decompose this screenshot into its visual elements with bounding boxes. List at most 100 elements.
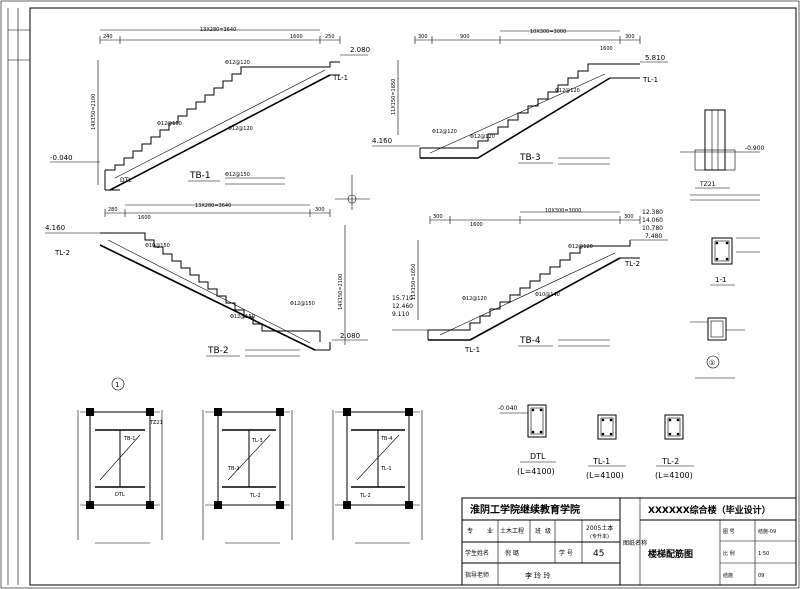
row1-label-ji: 级 xyxy=(545,527,551,535)
drawing-name: 楼梯配筋图 xyxy=(648,548,693,560)
tl1-name: TL-1 xyxy=(592,457,610,466)
tb4-dim-left: 300 xyxy=(433,214,443,220)
plan1-item-2: TB-1 xyxy=(123,436,135,442)
tb4-rebar-mid: Φ12@120 xyxy=(462,296,487,302)
tb4-elev-top-4: 7.480 xyxy=(645,233,662,240)
tb4-elev-bottom-3: 9.110 xyxy=(392,311,409,318)
tb4-dim-total: 10X300=3000 xyxy=(545,208,581,214)
tb4-dim-end: 300 xyxy=(624,214,634,220)
right-cell-5: 结施 xyxy=(723,572,733,579)
right-cell-3: 比 例 xyxy=(723,550,735,557)
tb1-beam-top: TL-1 xyxy=(332,74,348,82)
tb1-rebar-mid: Φ12@150 xyxy=(157,121,182,127)
tb3-dim-vert: 11X150=1650 xyxy=(391,79,397,115)
right-cell-1: 图 号 xyxy=(723,529,735,535)
row3-label-advisor: 指导老师 xyxy=(465,571,489,579)
tb2-dim-right: 300 xyxy=(315,207,325,213)
tb3-rebar-mid: Φ12@120 xyxy=(470,134,495,140)
tb4-elev-bottom-1: 15.710 xyxy=(392,295,413,302)
tb4-beam-bottom: TL-1 xyxy=(464,346,480,354)
plan2-item-2: TB-2 xyxy=(227,466,239,472)
tb4-rebar-top: Φ12@120 xyxy=(568,244,593,250)
tb3-beam-top: TL-1 xyxy=(642,76,658,84)
tb3-dim-right: 1600 xyxy=(600,46,613,52)
center-mark xyxy=(335,175,370,210)
row1-major: 土木工程 xyxy=(500,527,524,535)
tb1-bottom-elev: -0.040 xyxy=(50,154,73,162)
tb2-beam-top: TL-2 xyxy=(54,249,70,257)
tb4-label: TB-4 xyxy=(519,336,541,346)
row1-class-sub: (专升本) xyxy=(590,533,609,540)
row3-advisor: 李 玲 玲 xyxy=(525,571,550,580)
sheet-inner-border xyxy=(29,7,797,586)
tb1-dim-right: 250 xyxy=(325,34,335,40)
tb2-label: TB-2 xyxy=(207,346,229,356)
tb1-rebar-top: Φ12@120 xyxy=(225,60,250,66)
tb3-dim-end: 300 xyxy=(625,34,635,40)
tb1-rebar-neg: Φ12@120 xyxy=(228,126,253,132)
dtl-name: DTL xyxy=(530,452,546,461)
column-detail: -0.900 TZ21 xyxy=(680,109,765,201)
row2-label-id: 学 号 xyxy=(559,549,573,557)
plan3-item-2: TL-1 xyxy=(380,466,392,472)
tb2-top-elev: 4.160 xyxy=(45,224,65,232)
tb4-elev-bottom-2: 12.460 xyxy=(392,303,413,310)
tb2-rebar-bottom: Φ12@150 xyxy=(230,314,255,320)
tb1-note-1: Φ12@150 xyxy=(225,172,250,178)
tb1-beam-bottom: DTL xyxy=(120,177,132,184)
tb2-dim-total: 13X280=3640 xyxy=(195,203,231,209)
tb3-label: TB-3 xyxy=(519,153,541,163)
tl2-length: (L=4100) xyxy=(655,471,693,480)
tb4-dim-mid: 1600 xyxy=(470,222,483,228)
beam-sections: -0.040 DTL (L=4100) TL-1 (L=4100) TL-2 (… xyxy=(498,404,694,480)
right-cell-2: 结施-09 xyxy=(758,528,776,535)
detail-circle: ① xyxy=(690,317,745,379)
plan2-item-1: TL-3 xyxy=(251,438,263,444)
tb2-rebar-top: Φ10@150 xyxy=(145,243,170,249)
drawing-name-label: 图纸名称 xyxy=(623,539,647,547)
tb3-top-elev: 5.810 xyxy=(645,54,665,62)
plan-2: TL-3 TB-2 TL-2 xyxy=(202,408,293,544)
right-cell-4: 1:50 xyxy=(758,551,769,557)
tb1-top-elev: 2.080 xyxy=(350,46,370,54)
section-1-1: 1-1 xyxy=(710,237,760,286)
row1-label-ye: 业 xyxy=(487,527,493,535)
tl1-length: (L=4100) xyxy=(586,471,624,480)
tb3-rebar-top: Φ12@120 xyxy=(432,129,457,135)
row1-label-zhuan: 专 xyxy=(467,527,473,535)
tb3-dim-left: 300 xyxy=(418,34,428,40)
tb1-dim-left: 240 xyxy=(103,34,113,40)
tb3-dim-total: 10X300=3000 xyxy=(530,29,566,35)
tb4-dim-vert: 11X150=1650 xyxy=(411,264,417,300)
row2-label-student: 学生姓名 xyxy=(465,549,489,557)
plan-grid-label: 1 xyxy=(115,381,119,389)
tb2-dim-mid: 1600 xyxy=(138,215,151,221)
plan3-item-3: TL-2 xyxy=(359,493,371,499)
tb3-rebar-bottom: Φ12@120 xyxy=(555,88,580,94)
tb4-beam-top: TL-2 xyxy=(624,260,640,268)
plan1-item-1: TZ21 xyxy=(149,420,163,426)
tb3-dim-mid: 900 xyxy=(460,34,470,40)
binding-strip xyxy=(7,8,30,585)
tb2-dim-left: 280 xyxy=(108,207,118,213)
stair-tb3: 300 900 10X300=3000 1600 300 11X150=1650… xyxy=(372,29,668,165)
tb2-dim-vert: 14X150=2100 xyxy=(338,274,344,310)
tb4-elev-top-3: 10.780 xyxy=(642,225,663,232)
dtl-length: (L=4100) xyxy=(517,467,555,476)
column-elev: -0.900 xyxy=(745,145,765,152)
plan2-item-3: TL-2 xyxy=(249,493,261,499)
tb4-elev-top-1: 12.380 xyxy=(642,209,663,216)
school-name: 淮阴工学院继续教育学院 xyxy=(470,503,580,516)
tl2-name: TL-2 xyxy=(661,457,679,466)
plan-3: TB-4 TL-1 TL-2 xyxy=(332,408,423,544)
title-block: 淮阴工学院继续教育学院 XXXXXX综合楼（毕业设计） 专 业 土木工程 班 级… xyxy=(461,497,797,586)
row2-student: 倪 璐 xyxy=(505,549,519,557)
column-label: TZ21 xyxy=(699,181,716,188)
dtl-elev: -0.040 xyxy=(498,405,518,412)
stair-tb2: 280 1600 13X280=3640 300 14X150=2100 Φ10… xyxy=(45,203,368,357)
section-label: 1-1 xyxy=(715,276,726,284)
stair-tb4: 300 1600 10X300=3000 300 11X150=1650 Φ12… xyxy=(392,208,668,354)
right-cell-6: 09 xyxy=(758,573,764,579)
